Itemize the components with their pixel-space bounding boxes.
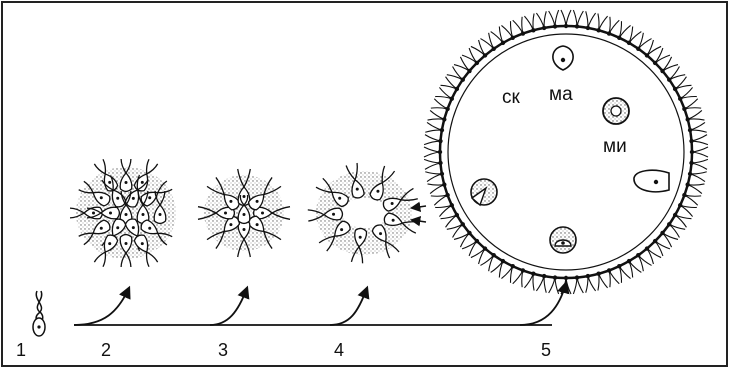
gonidium-bottom xyxy=(550,227,576,253)
stage-2-cell-cluster xyxy=(70,159,176,267)
gonidium-left xyxy=(471,179,497,205)
stage-4-small-arrows xyxy=(412,206,426,222)
microgamete-cell xyxy=(603,98,629,124)
arrow-to-stage-4 xyxy=(330,288,367,325)
gonidium-right xyxy=(634,170,669,192)
stage-3-rosette-colony xyxy=(198,169,290,257)
stage-4-hollow-colony xyxy=(308,163,419,263)
arrow-to-stage-3 xyxy=(210,288,247,325)
label-ma: ма xyxy=(549,84,573,105)
stage-label-3: 3 xyxy=(218,340,228,360)
label-sk: ск xyxy=(502,87,521,108)
arrow-to-stage-2 xyxy=(74,288,129,325)
stage-label-1: 1 xyxy=(16,340,26,360)
stage-label-5: 5 xyxy=(541,340,551,360)
arrow-to-stage-5 xyxy=(520,283,566,325)
label-mi: ми xyxy=(603,136,627,157)
stage-label-4: 4 xyxy=(334,340,344,360)
development-timeline xyxy=(74,283,566,325)
stage-label-2: 2 xyxy=(101,340,111,360)
single-flagellate-cell xyxy=(33,291,45,336)
